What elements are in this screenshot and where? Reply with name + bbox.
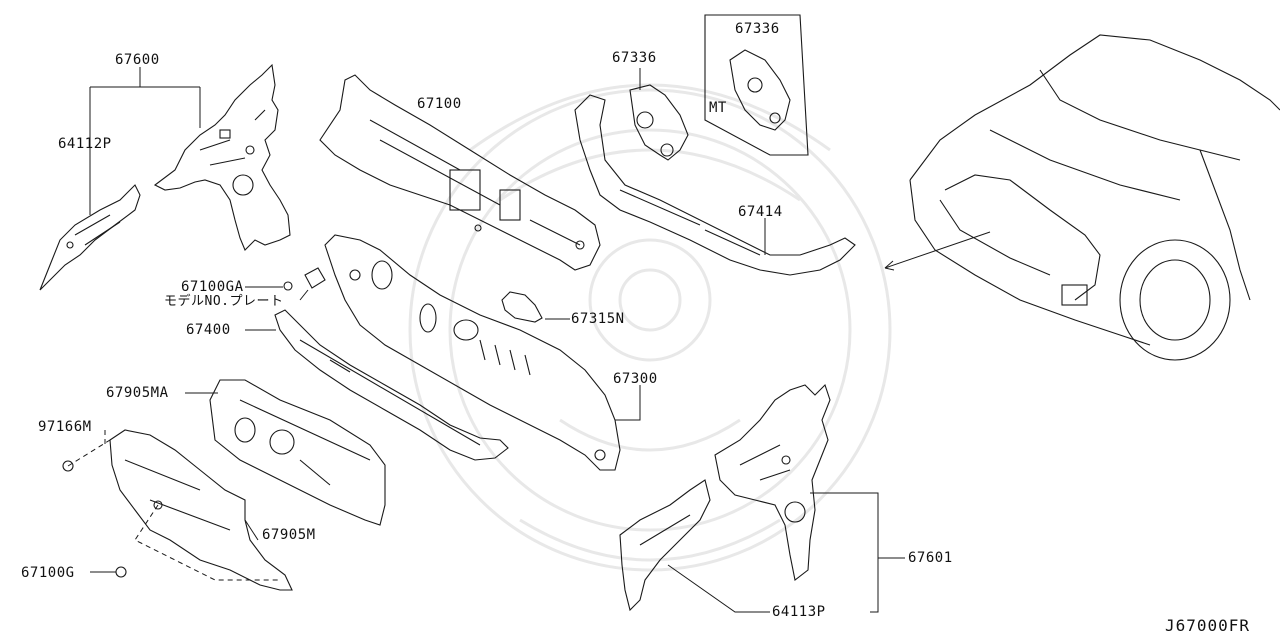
label-67905MA: 67905MA — [106, 385, 169, 401]
leader-lines — [67, 67, 991, 613]
part-64112P — [39, 184, 141, 291]
label-67336-b: 67336 — [735, 21, 780, 37]
part-67400 — [274, 309, 509, 461]
label-67601: 67601 — [908, 550, 953, 566]
part-67100G — [115, 566, 127, 578]
label-67100GA: 67100GA — [181, 279, 244, 295]
part-67315N — [501, 291, 543, 323]
vehicle-outline — [909, 34, 1280, 361]
label-67315N: 67315N — [571, 311, 625, 327]
diagram-code: J67000FR — [1165, 616, 1251, 635]
label-67600: 67600 — [115, 52, 160, 68]
part-67601 — [714, 383, 831, 581]
inset-box-mt — [704, 14, 809, 156]
label-mt: MT — [709, 100, 727, 116]
part-67414 — [574, 94, 856, 276]
part-67100 — [319, 74, 601, 271]
label-67414: 67414 — [738, 204, 783, 220]
label-67400: 67400 — [186, 322, 231, 338]
part-67905M — [109, 429, 293, 591]
part-67600 — [153, 63, 291, 251]
part-64113P — [619, 479, 711, 612]
label-67100G: 67100G — [21, 565, 75, 581]
label-64113P: 64113P — [772, 604, 826, 620]
label-model-plate: モデルNO.プレート — [164, 294, 284, 309]
label-67100: 67100 — [417, 96, 462, 112]
label-64112P: 64112P — [58, 136, 112, 152]
label-67336-a: 67336 — [612, 50, 657, 66]
label-67905M: 67905M — [262, 527, 316, 543]
part-67905MA — [209, 379, 386, 526]
label-67300: 67300 — [613, 371, 658, 387]
label-97166M: 97166M — [38, 419, 92, 435]
part-67100GA — [283, 267, 326, 291]
part-97166M — [62, 460, 74, 472]
part-67336-a — [629, 84, 689, 161]
part-67300 — [324, 234, 621, 471]
